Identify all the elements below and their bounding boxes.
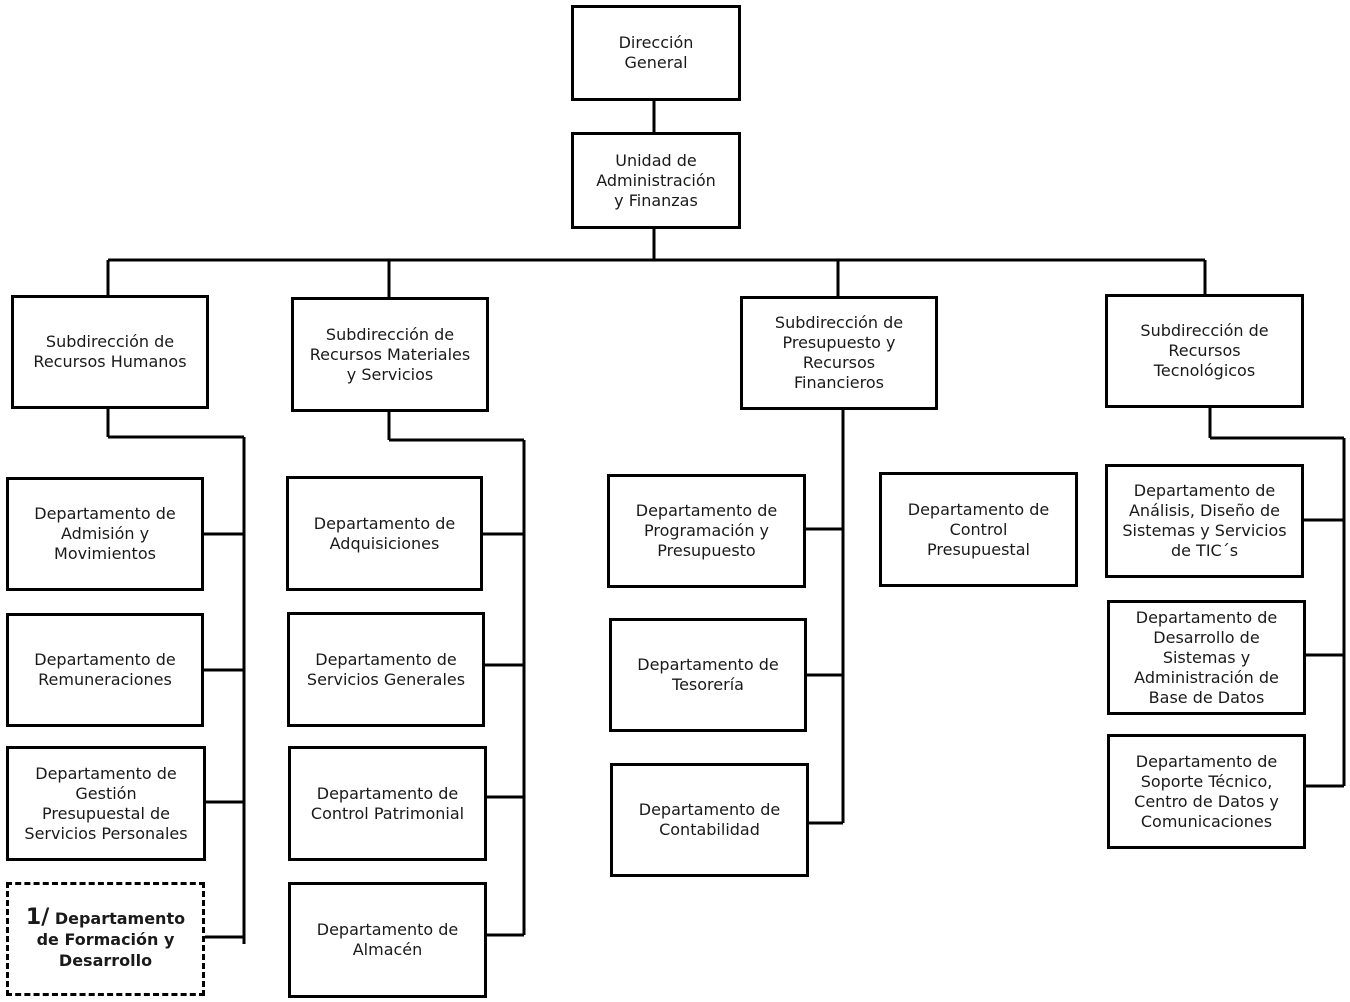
box-line: Almacén <box>352 940 423 959</box>
box-line: Departamento de <box>638 800 781 819</box>
box-line: Comunicaciones <box>1140 811 1273 831</box>
box-line: Remuneraciones <box>38 670 172 689</box>
subdirection-technology-box: Subdirección de Recursos Tecnológicos <box>1105 294 1304 408</box>
box-line: Servicios Personales <box>24 823 188 843</box>
department-box: Departamento de Análisis, Diseño de Sist… <box>1105 464 1304 578</box>
box-line: Financieros <box>793 373 884 392</box>
department-box: Departamento de Gestión Presupuestal de … <box>6 746 206 861</box>
box-line: Sistemas y <box>1162 647 1251 667</box>
box-line: Departamento de <box>907 499 1050 519</box>
box-line: Departamento de <box>316 783 459 803</box>
box-line: Subdirección de <box>325 324 455 344</box>
department-box: Departamento de Tesorería <box>609 618 807 732</box>
box-line: Presupuesto <box>657 541 756 560</box>
department-box: Departamento de Soporte Técnico, Centro … <box>1107 734 1306 849</box>
box-line: Tecnológicos <box>1153 361 1256 380</box>
box-line: Administración <box>596 170 716 190</box>
box-line: Desarrollo de <box>1153 627 1260 647</box>
box-line: y Servicios <box>346 364 434 384</box>
box-line: de Formación y <box>36 930 175 949</box>
box-line: Recursos Humanos <box>33 352 187 371</box>
box-line: Programación y <box>643 521 770 540</box>
box-line: Contabilidad <box>659 820 760 839</box>
box-line: Departamento de <box>34 650 176 669</box>
box-line: Administración de <box>1134 667 1279 687</box>
department-box: Departamento de Remuneraciones <box>6 613 204 727</box>
department-box: Departamento de Desarrollo de Sistemas y… <box>1107 600 1306 715</box>
box-line: Soporte Técnico, <box>1140 771 1273 791</box>
administration-unit-box: Unidad de Administración y Finanzas <box>571 132 741 229</box>
box-line: 1/ Departamento <box>26 907 185 929</box>
department-box: Departamento de Control Presupuestal <box>879 472 1078 587</box>
box-line: Recursos <box>1168 341 1241 360</box>
box-line: Subdirección de <box>774 313 904 332</box>
box-line: Análisis, Diseño de <box>1128 501 1281 520</box>
box-line: General <box>624 53 688 72</box>
subdirection-human-resources-box: Subdirección de Recursos Humanos <box>11 295 209 409</box>
box-line: Control Patrimonial <box>310 803 465 823</box>
box-line: Subdirección de <box>1140 321 1269 340</box>
box-line: Departamento de <box>1135 607 1278 627</box>
department-box: Departamento de Contabilidad <box>610 763 809 877</box>
box-line: Dirección <box>618 33 694 52</box>
box-line: y Finanzas <box>614 190 698 210</box>
box-line: Presupuestal <box>927 539 1030 559</box>
box-line: Subdirección de <box>45 332 175 351</box>
department-box: Departamento de Almacén <box>288 882 487 998</box>
box-line: Departamento de <box>316 920 459 939</box>
box-line: Departamento de <box>34 504 176 523</box>
box-line: Presupuestal de <box>42 803 170 823</box>
box-line: Sistemas y Servicios <box>1122 521 1287 540</box>
box-line: Departamento de <box>313 513 456 533</box>
subdirection-budget-box: Subdirección de Presupuesto y Recursos F… <box>740 296 938 410</box>
pending-department-box: 1/ Departamento de Formación y Desarroll… <box>6 882 205 996</box>
box-line: Departamento de <box>315 649 457 669</box>
box-line: Departamento de <box>635 501 778 520</box>
box-line: Departamento de <box>637 655 779 674</box>
box-line-text: Departamento <box>54 909 186 928</box>
department-box: Departamento de Servicios Generales <box>287 612 485 727</box>
box-line: Base de Datos <box>1148 687 1265 707</box>
box-line: Unidad de <box>615 150 697 170</box>
footnote-marker: 1/ <box>25 905 50 930</box>
box-line: Presupuesto y <box>782 333 896 352</box>
box-line: Recursos Materiales <box>309 344 471 364</box>
box-line: de TIC´s <box>1170 541 1239 560</box>
box-line: Tesorería <box>672 675 744 694</box>
subdirection-material-resources-box: Subdirección de Recursos Materiales y Se… <box>291 297 489 412</box>
box-line: Centro de Datos y <box>1134 791 1279 811</box>
department-box: Departamento de Programación y Presupues… <box>607 474 806 588</box>
box-line: Adquisiciones <box>329 533 440 553</box>
box-line: Departamento de <box>35 763 177 783</box>
director-general-box: Dirección General <box>571 5 741 101</box>
department-box: Departamento de Control Patrimonial <box>288 746 487 861</box>
box-line: Desarrollo <box>58 951 153 970</box>
department-box: Departamento de Admisión y Movimientos <box>6 477 204 591</box>
box-line: Departamento de <box>1133 481 1276 500</box>
box-line: Recursos <box>802 353 876 372</box>
box-line: Servicios Generales <box>306 669 466 689</box>
box-line: Movimientos <box>54 544 156 563</box>
box-line: Gestión <box>75 783 137 803</box>
box-line: Admisión y <box>60 524 150 543</box>
box-line: Departamento de <box>1135 751 1278 771</box>
department-box: Departamento de Adquisiciones <box>286 476 483 591</box>
box-line: Control <box>949 519 1008 539</box>
